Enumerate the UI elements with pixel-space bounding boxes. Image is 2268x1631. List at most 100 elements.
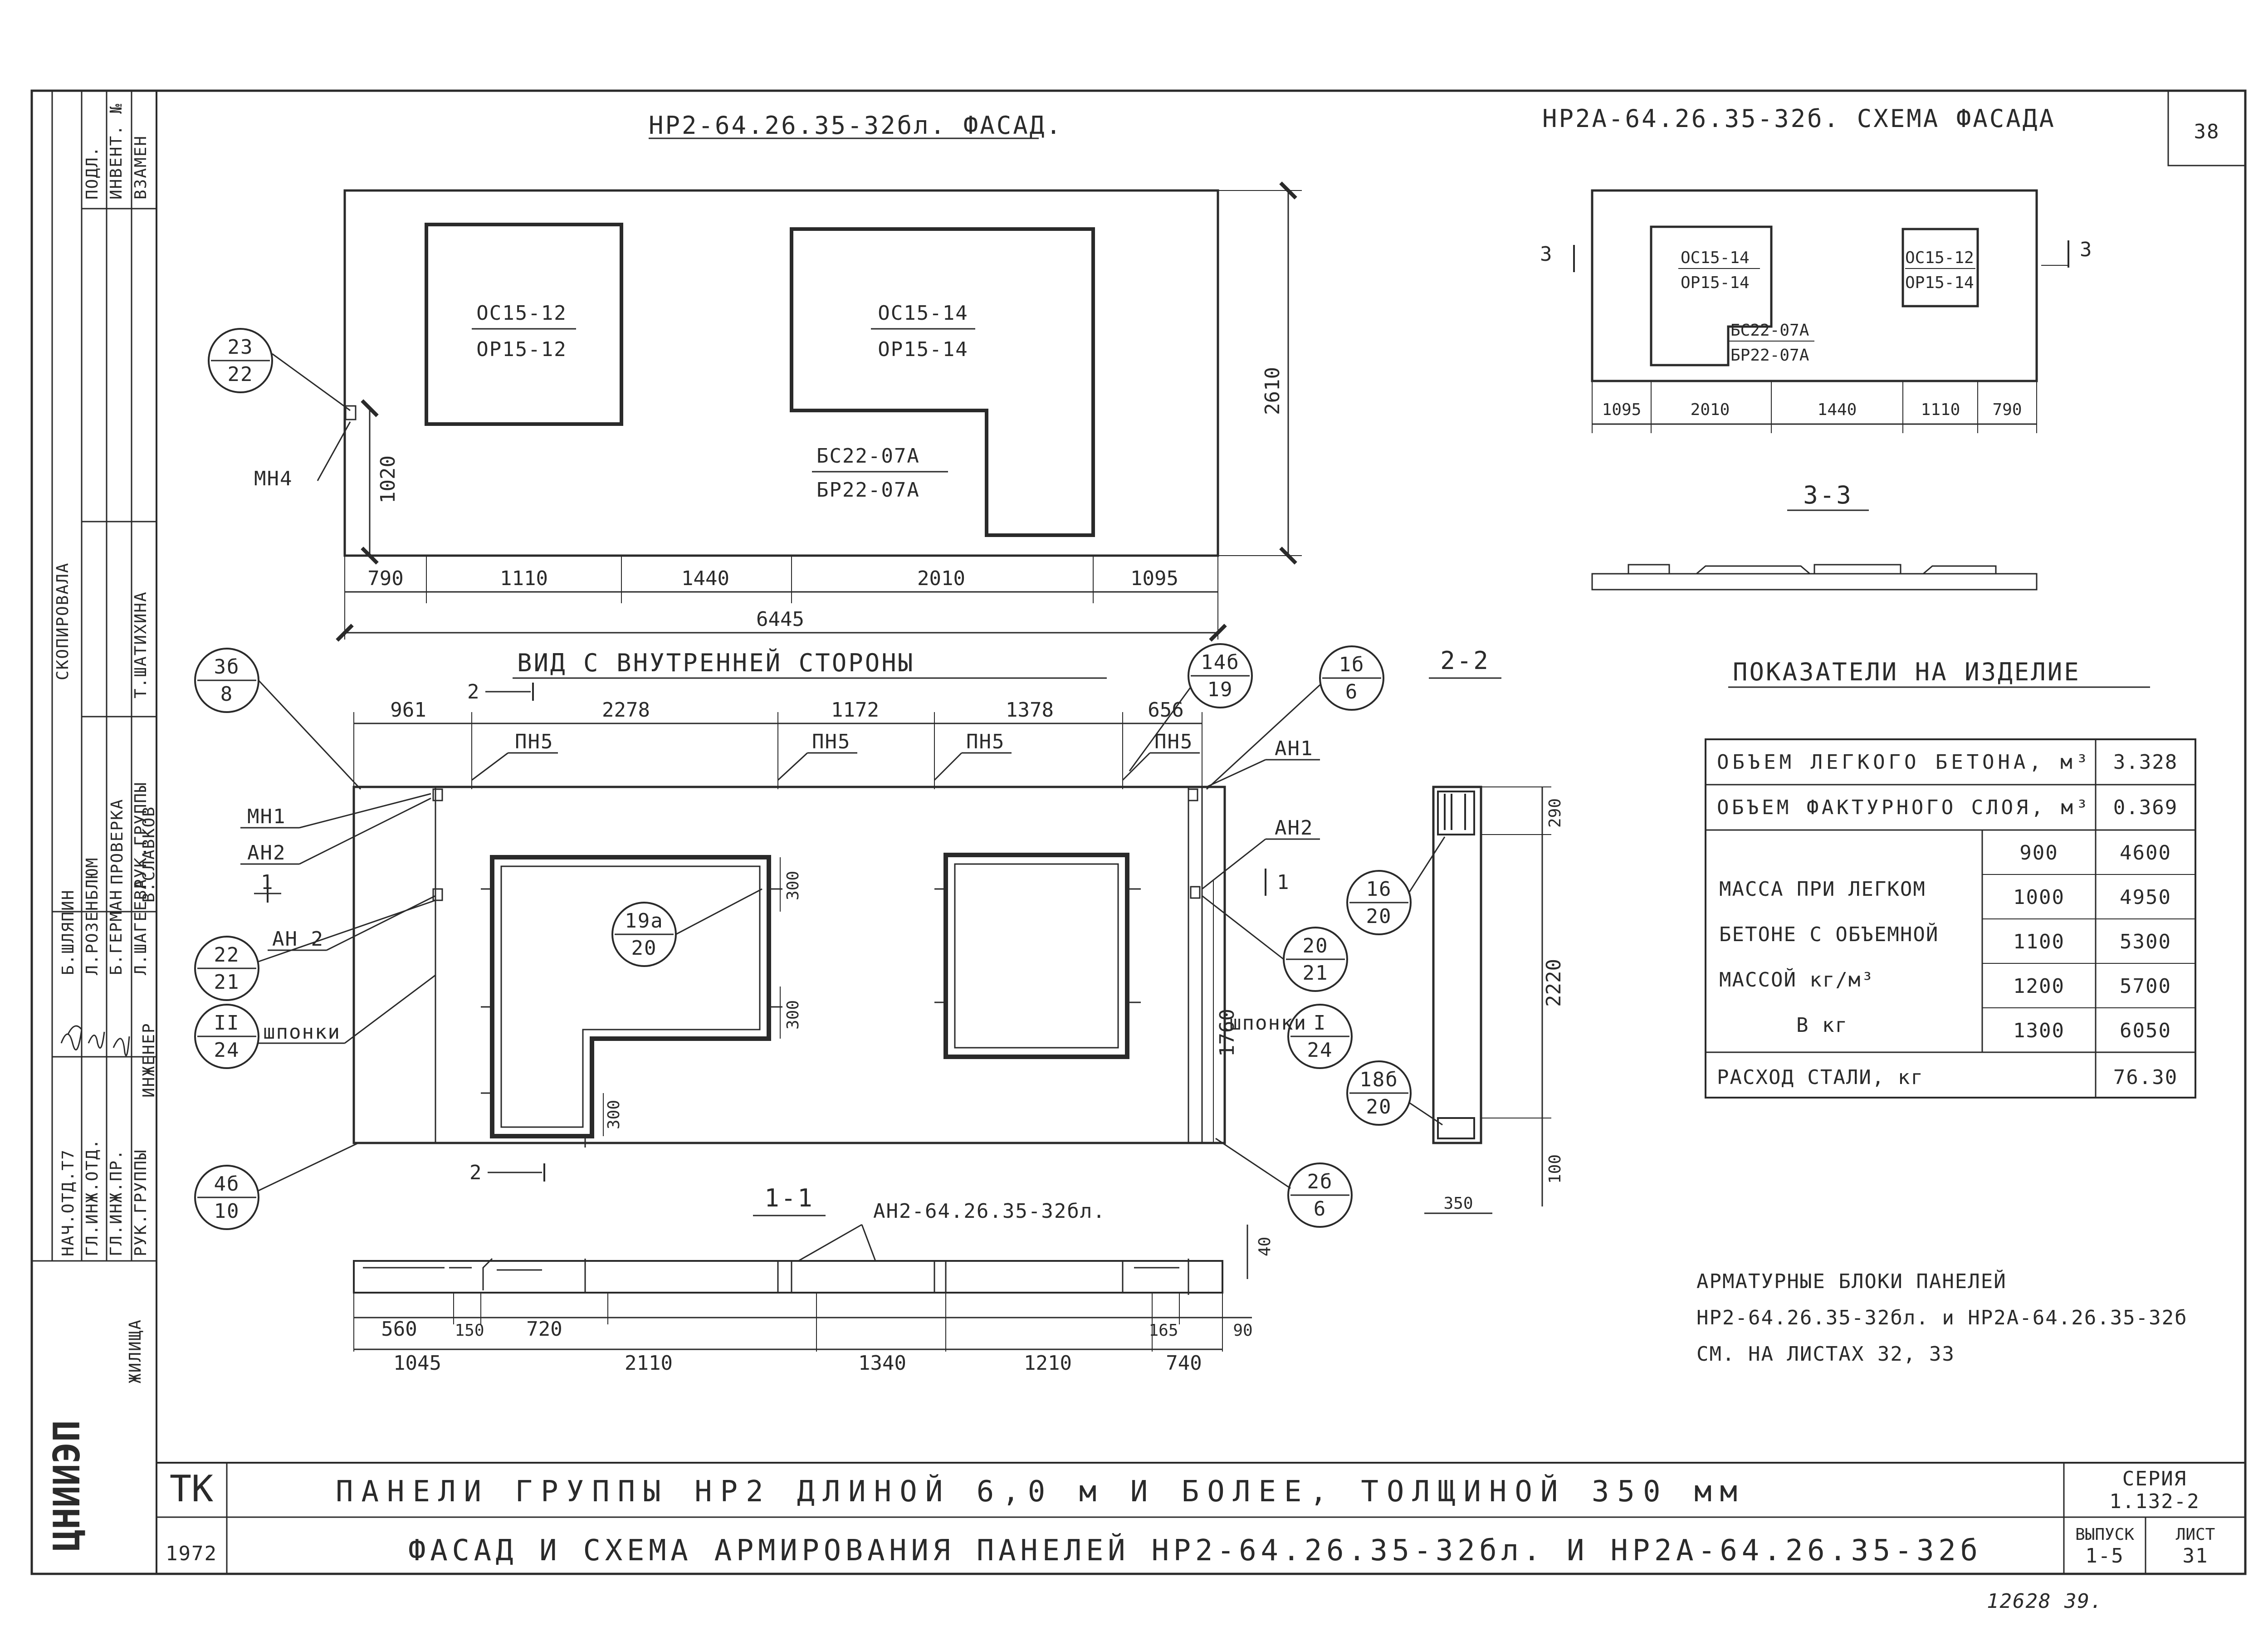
inner-opening-1-inner [500, 865, 761, 1128]
stamp-name-4: Л.ШАГЕЕВА [132, 879, 150, 975]
scheme-section-title: 3-3 [1803, 481, 1853, 509]
callout-4b-10: 4б 10 [194, 1142, 359, 1230]
steel-value: 76.30 [2113, 1066, 2178, 1089]
section-1-1-note: АН2-64.26.35-32бл. [873, 1200, 1106, 1223]
facade-sub-height-dim: 1020 [376, 455, 400, 503]
scheme-width-5: 790 [1992, 400, 2022, 419]
callout-I-24: I 24 [1287, 1004, 1353, 1069]
stamp-role-3: ГЛ.ИНЖ.ПР. [107, 1149, 126, 1256]
section-2-2-title: 2-2 [1440, 646, 1490, 675]
scheme-win-b-top: ОС15-12 [1905, 249, 1974, 267]
stamp-role-1: НАЧ.ОТД.Т7 [59, 1149, 78, 1256]
sheet-value: 31 [2183, 1544, 2209, 1568]
facing-value: 0.369 [2113, 796, 2178, 819]
mass-label-4: В кг [1796, 1014, 1848, 1037]
svg-text:14б: 14б [1201, 651, 1239, 674]
mass-5: 6050 [2120, 1019, 2171, 1042]
svg-text:24: 24 [214, 1039, 240, 1062]
callout-1b-6: 1б 6 [1206, 645, 1384, 790]
section-2-2-dim-2220: 2220 [1542, 959, 1565, 1007]
mass-label-1: МАССА ПРИ ЛЕГКОМ [1719, 878, 1926, 901]
svg-text:20: 20 [1366, 905, 1392, 928]
light-concrete-value: 3.328 [2113, 751, 2178, 774]
facade-total-width: 6445 [756, 608, 804, 631]
inner-right-label-shponki: шпонки [1229, 1011, 1307, 1035]
facade-balcony-bottom: БР22-07А [816, 479, 920, 502]
callout-22-21: 22 21 [194, 899, 436, 1001]
callout-14b-19: 14б 19 [1129, 643, 1253, 772]
svg-text:6: 6 [1314, 1197, 1327, 1221]
scheme-balcony-window [1650, 225, 1773, 366]
s11-dim-1340: 1340 [858, 1352, 906, 1375]
scheme-window [1901, 228, 1979, 308]
inner-frame [156, 90, 2246, 1575]
stamp-role-5: ИНЖЕНЕР [140, 1022, 158, 1098]
s11-dim-1210: 1210 [1024, 1352, 1072, 1375]
callout-16-20: 16 20 [1346, 836, 1446, 935]
s11-dim-90: 90 [1233, 1321, 1252, 1340]
callout-19a-20: 19а 20 [611, 888, 763, 967]
scheme-width-3: 1440 [1818, 400, 1857, 419]
stamp-check-name: Т.ШАТИХИНА [132, 591, 150, 698]
mass-label-3: МАССОЙ кг/м³ [1719, 967, 1874, 991]
stamp-name-1: Б.ШЛЯПИН [59, 889, 78, 975]
density-3: 1100 [2013, 930, 2065, 953]
tk-label: ТК [170, 1468, 213, 1510]
signature-3 [112, 1036, 130, 1056]
scheme-width-1: 1095 [1602, 400, 1642, 419]
scheme-balcony-bottom: БР22-07А [1730, 346, 1809, 365]
stamp-inv-label: ИНВЕНТ. № [107, 103, 126, 200]
inner-left-label-ah2b: АН 2 [272, 928, 324, 951]
mass-4: 5700 [2120, 975, 2171, 998]
inner-opening-1 [490, 855, 771, 1138]
stamp-name-3: Б.ГЕРМАН [107, 889, 126, 975]
indicators-table: ПОКАЗАТЕЛИ НА ИЗДЕЛИЕ ОБЪЕМ ЛЕГКОГО БЕТО… [1705, 658, 2196, 1099]
facade-balcony-top: БС22-07А [816, 444, 920, 468]
scheme-win-a-bottom: ОР15-14 [1681, 273, 1750, 292]
svg-text:16: 16 [1366, 878, 1392, 901]
mass-3: 5300 [2120, 930, 2171, 953]
section-2-2-profile [1432, 786, 1482, 1144]
svg-text:24: 24 [1307, 1039, 1333, 1062]
s11-dim-560: 560 [381, 1318, 417, 1341]
facade-window1-top: ОС15-12 [476, 302, 567, 325]
title-block: ТК 1972 ПАНЕЛИ ГРУППЫ НР2 ДЛИНОЙ 6,0 м И… [156, 1462, 2245, 1613]
svg-text:21: 21 [1303, 962, 1329, 985]
light-concrete-label: ОБЪЕМ ЛЕГКОГО БЕТОНА, м³ [1717, 751, 2089, 774]
mass-label-2: БЕТОНЕ С ОБЪЕМНОЙ [1719, 922, 1939, 946]
inner-opening-2-inner [954, 863, 1119, 1049]
svg-text:21: 21 [214, 971, 240, 994]
scheme-title: НР2А-64.26.35-32б. СХЕМА ФАСАДА [1542, 104, 2056, 133]
facade-callout-bottom: 22 [228, 363, 254, 386]
inner-view-title: ВИД С ВНУТРЕННЕЙ СТОРОНЫ [517, 649, 914, 677]
svg-text:10: 10 [214, 1200, 240, 1223]
section-2-2: 2-2 290 2220 100 350 16 20 18б 20 [1346, 646, 1565, 1214]
density-4: 1200 [2013, 975, 2065, 998]
inner-dim-2: 2278 [602, 698, 650, 722]
scheme-panel [1591, 189, 2038, 382]
svg-text:18б: 18б [1359, 1068, 1398, 1091]
facade-window-1 [425, 223, 623, 426]
facade-callout-circle [208, 328, 273, 393]
title-line-2: ФАСАД И СХЕМА АРМИРОВАНИЯ ПАНЕЛЕЙ НР2-64… [408, 1533, 1982, 1568]
facing-label: ОБЪЕМ ФАКТУРНОГО СЛОЯ, м³ [1717, 796, 2089, 819]
svg-text:3б: 3б [214, 655, 240, 679]
stamp-check-label: ПРОВЕРКА [108, 799, 127, 884]
inner-left-label-mh1: МН1 [247, 805, 286, 828]
stamp-role-2: ГЛ.ИНЖ.ОТД. [83, 1138, 102, 1256]
scheme-width-2: 2010 [1691, 400, 1730, 419]
inner-panel [352, 786, 1226, 1144]
scheme-win-b-bottom: ОР15-14 [1905, 273, 1974, 292]
signature-1 [60, 1025, 83, 1050]
inner-mark-1-right: 1 [1277, 871, 1290, 894]
facade-balcony-window [790, 227, 1095, 537]
year-label: 1972 [166, 1542, 217, 1565]
svg-text:6: 6 [1345, 680, 1359, 703]
scheme-section-mark-right: 3 [2080, 238, 2093, 261]
s11-dim-720: 720 [526, 1318, 562, 1341]
stamp-copy-label: СКОПИРОВАЛА [54, 562, 72, 680]
facade-title: НР2-64.26.35-32бл. ФАСАД. [649, 111, 1063, 140]
density-2: 1000 [2013, 886, 2065, 909]
svg-text:20: 20 [631, 937, 657, 960]
scheme-win-a-top: ОС15-14 [1681, 249, 1750, 267]
